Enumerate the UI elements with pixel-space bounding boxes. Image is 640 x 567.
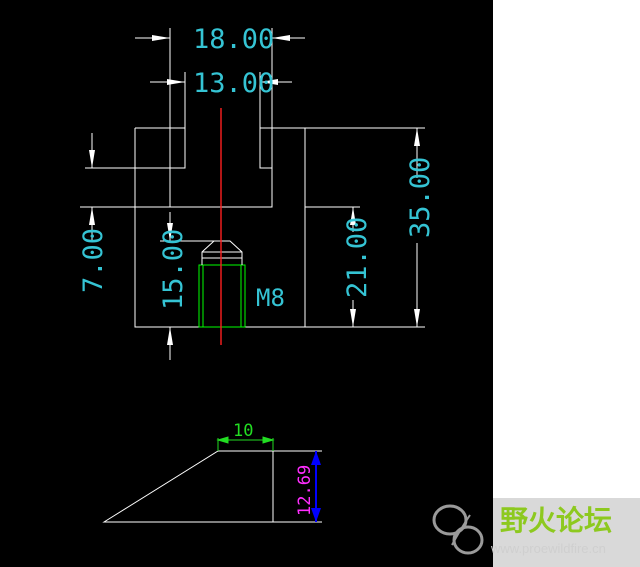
dim-width-slot: 13.00 (193, 68, 274, 99)
dim-thread-depth: 15.00 (158, 229, 189, 310)
dim-left-offset: 7.00 (78, 228, 109, 293)
dim-width-outer: 18.00 (193, 24, 274, 55)
dim-wedge-top: 10 (233, 421, 253, 441)
dim-wedge-height: 12.69 (295, 465, 315, 516)
drill-tip (201, 240, 243, 265)
dim-height-total: 35.00 (405, 157, 436, 238)
cad-drawing-canvas[interactable] (0, 0, 493, 567)
thread-label: M8 (256, 284, 285, 312)
dim-height-lower: 21.00 (342, 217, 373, 298)
dimension-arrows (89, 35, 420, 345)
butterfly-logo-icon (432, 504, 484, 555)
watermark-url: www.proewildfire.cn (490, 541, 606, 556)
wedge-height-dimension (311, 451, 321, 522)
watermark-title: 野火论坛 (500, 504, 612, 537)
wedge-top-dimension (216, 436, 275, 451)
thread-hole (198, 264, 246, 328)
wedge-outline (102, 450, 322, 523)
watermark: 野火论坛 www.proewildfire.cn (428, 498, 640, 567)
